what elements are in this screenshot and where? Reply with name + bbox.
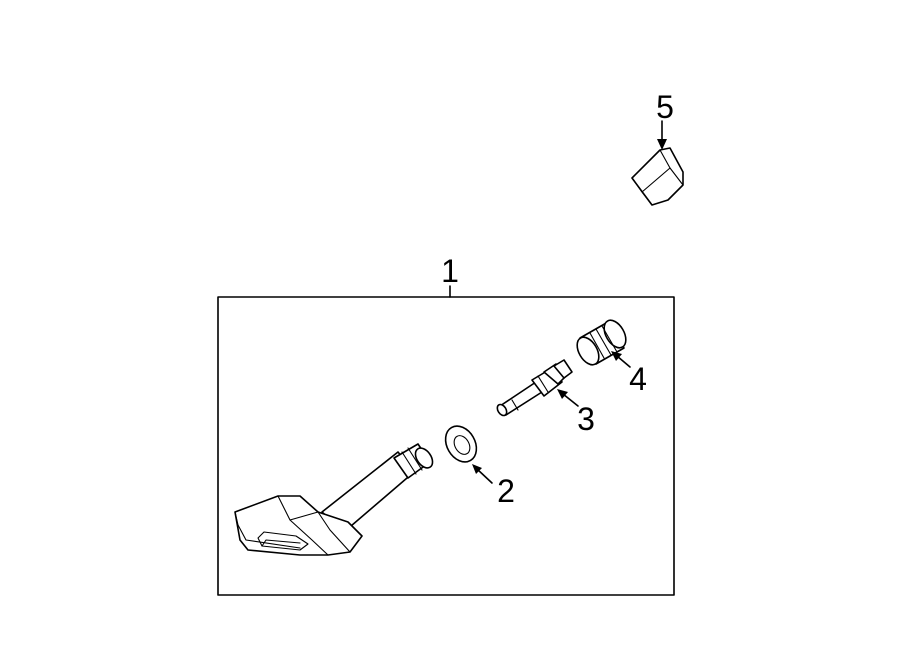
callout-5-arrow <box>657 120 667 150</box>
washer-icon <box>444 425 478 463</box>
callout-2-arrow <box>472 464 493 484</box>
callout-2: 2 <box>497 473 515 509</box>
label-clip-icon <box>631 147 684 206</box>
callout-4-arrow <box>611 351 631 368</box>
callout-1: 1 <box>441 253 459 289</box>
tpms-sensor-assembly-icon <box>234 443 434 556</box>
valve-core-stem-icon <box>496 359 573 417</box>
callout-3-arrow <box>557 389 579 407</box>
callout-5: 5 <box>656 89 674 125</box>
callout-3: 3 <box>577 401 595 437</box>
assembly-frame <box>217 296 675 596</box>
callout-4: 4 <box>629 361 647 397</box>
